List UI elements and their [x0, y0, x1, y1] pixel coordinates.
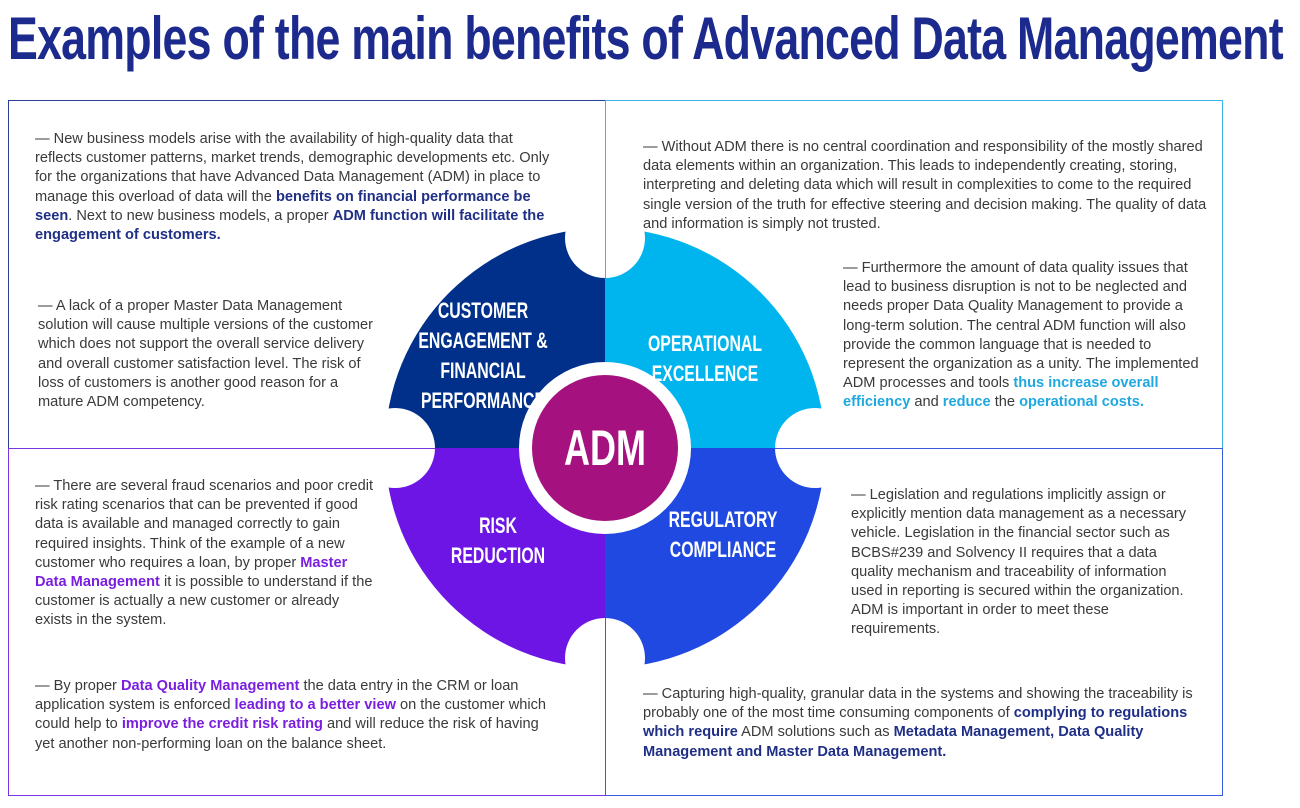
paragraph-text: — Legislation and regulations implicitly… [851, 487, 1187, 638]
highlighted-text: improve the credit risk rating [121, 716, 323, 733]
risk-label: RISK REDUCTION [433, 511, 563, 571]
adm-label: ADM [564, 420, 646, 476]
paragraph-text: the [990, 394, 1020, 411]
paragraph-text: and will reduce the risk of having yet a… [35, 716, 539, 752]
label-line: PERFORMANCE [420, 388, 546, 413]
label-line: REDUCTION [450, 543, 546, 568]
highlighted-text: reduce [942, 394, 991, 411]
highlighted-text: complying to regulations which require [643, 705, 1188, 741]
paragraph-text: — Without ADM there is no central coordi… [643, 139, 1207, 232]
regulatory-paragraph-2: — Capturing high-quality, granular data … [643, 685, 1208, 762]
paragraph-text: — Furthermore the amount of data quality… [843, 260, 1199, 392]
highlighted-text: Metadata Management, Data Quality Manage… [643, 724, 1144, 760]
paragraph-text: it is possible to understand if the cust… [35, 574, 373, 629]
label-line: EXCELLENCE [651, 361, 759, 386]
paragraph-text: the data entry in the CRM or loan applic… [35, 678, 519, 714]
highlighted-text: operational costs. [1019, 394, 1144, 411]
paragraph-text: — By proper [35, 678, 121, 694]
paragraph-text: — A lack of a proper Master Data Managem… [38, 298, 373, 411]
paragraph-text: and [910, 394, 943, 411]
highlighted-text: Master Data Management [35, 554, 348, 591]
risk-paragraph-1: — There are several fraud scenarios and … [35, 477, 375, 631]
label-line: FINANCIAL [440, 358, 526, 383]
customer-label: CUSTOMER ENGAGEMENT & FINANCIAL PERFORMA… [418, 296, 548, 416]
highlighted-text: leading to a better view [234, 697, 396, 714]
highlighted-text: benefits on financial performance be see… [35, 188, 531, 224]
paragraph-text: — There are several fraud scenarios and … [35, 478, 373, 571]
regulatory-label: REGULATORY COMPLIANCE [658, 505, 788, 565]
customer-paragraph-2: — A lack of a proper Master Data Managem… [38, 297, 383, 412]
adm-circle [532, 375, 678, 521]
regulatory-paragraph-1: — Legislation and regulations implicitly… [851, 486, 1196, 640]
operational-paragraph-2: — Furthermore the amount of data quality… [843, 259, 1208, 413]
highlighted-text: ADM function will facilitate the engagem… [35, 207, 545, 244]
label-line: COMPLIANCE [669, 537, 777, 562]
highlighted-text: thus increase overall efficiency [843, 375, 1159, 411]
customer-paragraph-1: — New business models arise with the ava… [35, 130, 550, 245]
highlighted-text: Data Quality Management [120, 678, 300, 694]
paragraph-text: . Next to new business models, a proper [68, 207, 333, 224]
label-line: RISK [479, 513, 517, 538]
operational-label: OPERATIONAL EXCELLENCE [640, 329, 770, 389]
paragraph-text: ADM solutions such as [737, 724, 894, 741]
label-line: REGULATORY [668, 507, 778, 532]
label-line: ENGAGEMENT & [418, 328, 548, 353]
paragraph-text: — New business models arise with the ava… [35, 131, 550, 205]
paragraph-text: — Capturing high-quality, granular data … [643, 686, 1193, 722]
operational-paragraph-1: — Without ADM there is no central coordi… [643, 138, 1221, 234]
label-line: CUSTOMER [437, 298, 529, 323]
page-title: Examples of the main benefits of Advance… [8, 5, 1284, 72]
paragraph-text: on the customer which could help to [35, 697, 547, 733]
risk-paragraph-2: — By proper Data Quality Management the … [35, 677, 560, 754]
label-line: OPERATIONAL [647, 331, 763, 356]
